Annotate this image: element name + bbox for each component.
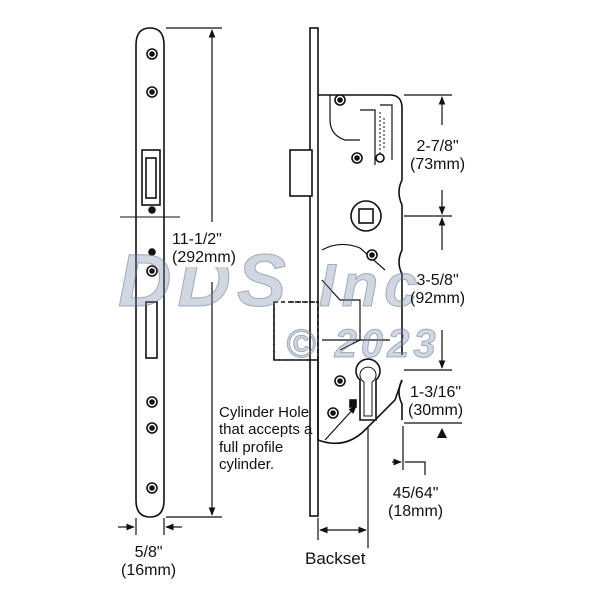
upper-spacing-label: 2-7/8" (73mm) — [410, 138, 466, 173]
watermark-brand: DDS Inc — [117, 239, 424, 323]
cylinder-hole-note: Cylinder Hole that accepts a full profil… — [219, 404, 313, 473]
cylinder-offset-label: 45/64" (18mm) — [388, 485, 444, 520]
faceplate-width-dimension — [118, 518, 182, 535]
total-height-label: 11-1/2" (292mm) — [172, 231, 237, 267]
cylinder-hole — [349, 358, 381, 421]
lock-body — [273, 27, 403, 517]
backset-label: Backset — [305, 549, 366, 568]
spindle-hub — [350, 200, 382, 232]
cylinder-callout-leader — [324, 405, 357, 441]
middle-spacing-dimension — [404, 217, 452, 371]
watermark-copyright: © 2023 — [286, 322, 440, 367]
upper-spacing-dimension — [404, 94, 452, 217]
lower-spacing-dimension — [404, 422, 462, 438]
total-height-dimension — [166, 27, 222, 518]
faceplate-width-label: 5/8" (16mm) — [121, 544, 177, 579]
middle-spacing-label: 3-5/8" (92mm) — [410, 272, 466, 307]
lock-body-screws — [327, 94, 385, 419]
cylinder-offset-dimension — [367, 426, 426, 548]
lower-spacing-label: 1-3/16" (30mm) — [408, 384, 464, 419]
backset-dimension — [317, 518, 367, 540]
faceplate-screw-holes — [146, 48, 158, 494]
